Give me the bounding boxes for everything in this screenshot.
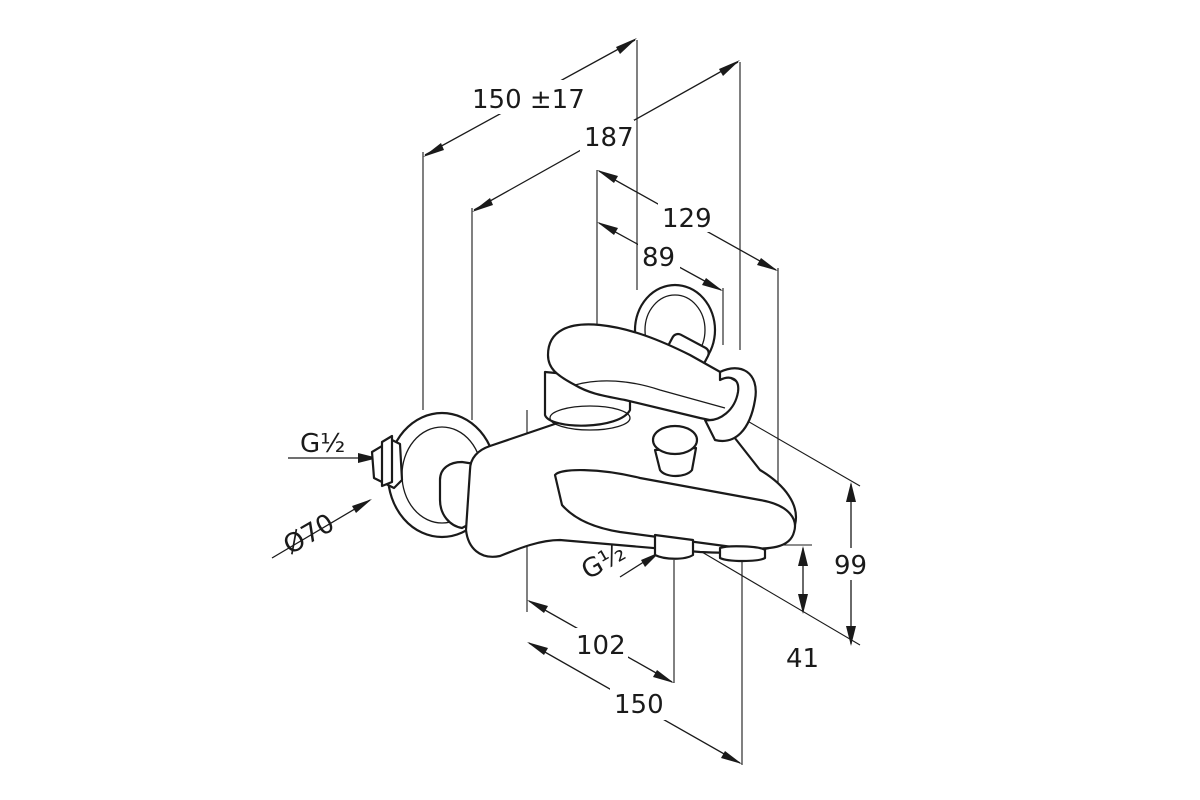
label-inlet-thread: G½ [300, 429, 345, 459]
diverter-knob [653, 446, 698, 478]
label-overall-height: 99 [834, 551, 867, 581]
outlet-neck [653, 533, 695, 560]
label-lever-depth: 129 [662, 204, 712, 234]
label-spout-to-body: 102 [576, 631, 626, 661]
label-lever-body: 89 [642, 243, 675, 273]
lever-loop [703, 367, 757, 443]
spout [553, 469, 797, 550]
label-spout-height: 41 [786, 644, 819, 674]
faucet [370, 283, 798, 563]
label-escutcheon-diameter: Ø70 [279, 508, 340, 561]
label-projection: 150 [614, 690, 664, 720]
leader-escutcheon [271, 499, 371, 559]
label-wall-spacing: 150 ±17 [472, 85, 585, 115]
label-overall-width: 187 [584, 123, 634, 153]
aerator [718, 545, 767, 563]
